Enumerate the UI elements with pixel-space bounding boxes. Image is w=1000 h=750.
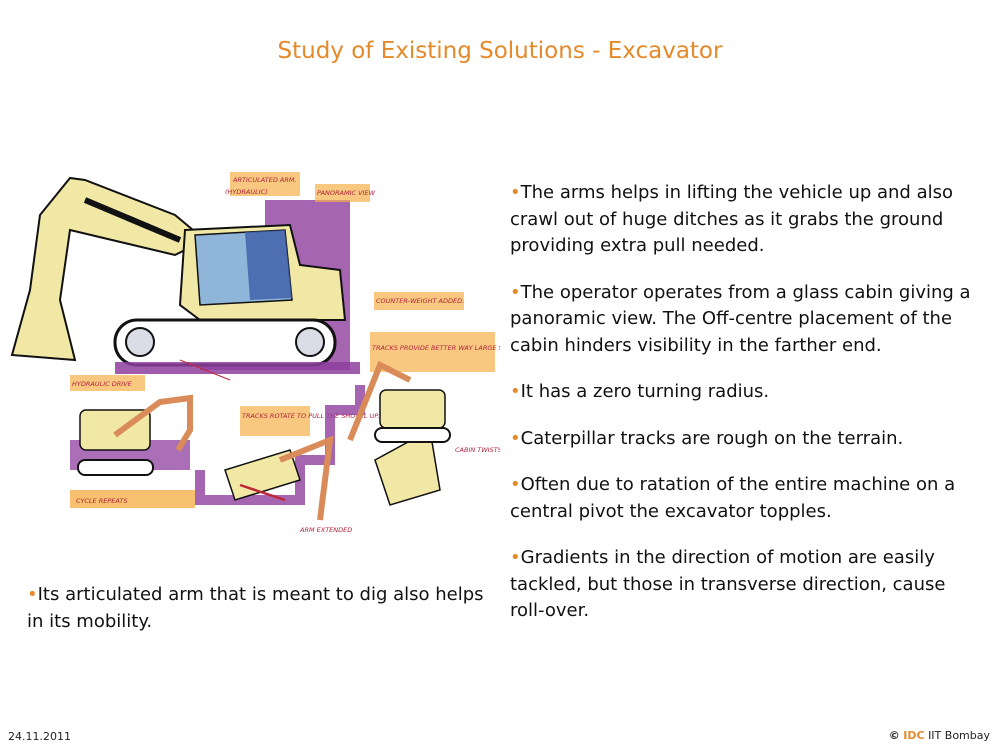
label-cabin-twists: CABIN TWISTS: [455, 446, 500, 454]
idc-logo-text: IDC: [903, 729, 925, 742]
label-tracks-provide: TRACKS PROVIDE BETTER WAY LARGE SURFACE …: [372, 344, 500, 352]
label-arm-extended: ARM EXTENDED: [299, 526, 352, 534]
label-articulated-arm: ARTICULATED ARM.: [232, 176, 297, 184]
bullet-item: •Gradients in the direction of motion ar…: [510, 547, 946, 621]
slide-title: Study of Existing Solutions - Excavator: [277, 38, 723, 64]
excavator-sketch: ARTICULATED ARM. (HYDRAULIC) PANORAMIC V…: [10, 172, 500, 534]
bullet-marker: •: [510, 474, 521, 495]
label-cycle-repeats: CYCLE REPEATS: [76, 497, 127, 505]
label-counter-weight: COUNTER-WEIGHT ADDED.: [376, 297, 464, 305]
footer-date: 24.11.2011: [8, 730, 71, 743]
label-tag: [374, 292, 464, 310]
bullet-marker: •: [510, 281, 521, 303]
label-tag: [240, 406, 310, 436]
label-panoramic-view: PANORAMIC VIEW: [317, 189, 376, 197]
small-tracks: [374, 427, 451, 443]
purple-steps: [195, 385, 365, 505]
bullet-marker: •: [510, 427, 521, 449]
bullet-item: •Often due to ratation of the entire mac…: [510, 474, 956, 522]
label-hydraulic-drive: HYDRAULIC DRIVE: [72, 380, 133, 388]
copyright-symbol: ©: [888, 729, 900, 742]
bullet-item: •It has a zero turning radius.: [510, 381, 770, 402]
bullet-marker: •: [510, 547, 521, 568]
bullet-marker: •: [510, 182, 521, 203]
bullet-item: •The arms helps in lifting the vehicle u…: [510, 182, 954, 256]
bullet-marker: •: [510, 381, 521, 402]
label-tag: [70, 490, 195, 508]
purple-ground: [115, 362, 360, 374]
footer-logo: © IDC IIT Bombay: [889, 729, 990, 742]
cabin-glass-dark: [245, 230, 292, 300]
bullet-item: •The operator operates from a glass cabi…: [510, 281, 971, 356]
bullet-item: •Caterpillar tracks are rough on the ter…: [510, 427, 904, 449]
tilted-arm: [347, 360, 412, 442]
left-bullet-item: •Its articulated arm that is meant to di…: [27, 584, 484, 632]
track-wheel: [295, 327, 325, 357]
tilted-arm: [278, 435, 334, 521]
label-hydraulic: (HYDRAULIC): [225, 188, 268, 196]
bullet-marker: •: [27, 584, 38, 605]
right-bullet-list: •The arms helps in lifting the vehicle u…: [510, 180, 980, 645]
label-tag: [230, 172, 300, 196]
boom-line: [83, 197, 182, 243]
label-tag: [70, 375, 145, 391]
track-wheel: [125, 327, 155, 357]
small-excavator-body: [379, 389, 446, 429]
label-tag: [370, 332, 495, 372]
label-tag: [315, 184, 370, 202]
small-tracks: [77, 459, 154, 476]
red-arrow: [239, 483, 286, 502]
institution-name: IIT Bombay: [928, 729, 990, 742]
red-arrow: [179, 359, 231, 381]
small-excavator-arm: [113, 394, 193, 452]
label-tracks-rotate: TRACKS ROTATE TO PULL THE SHOVEL UP.: [242, 412, 379, 420]
excavator-boom: [10, 176, 207, 362]
